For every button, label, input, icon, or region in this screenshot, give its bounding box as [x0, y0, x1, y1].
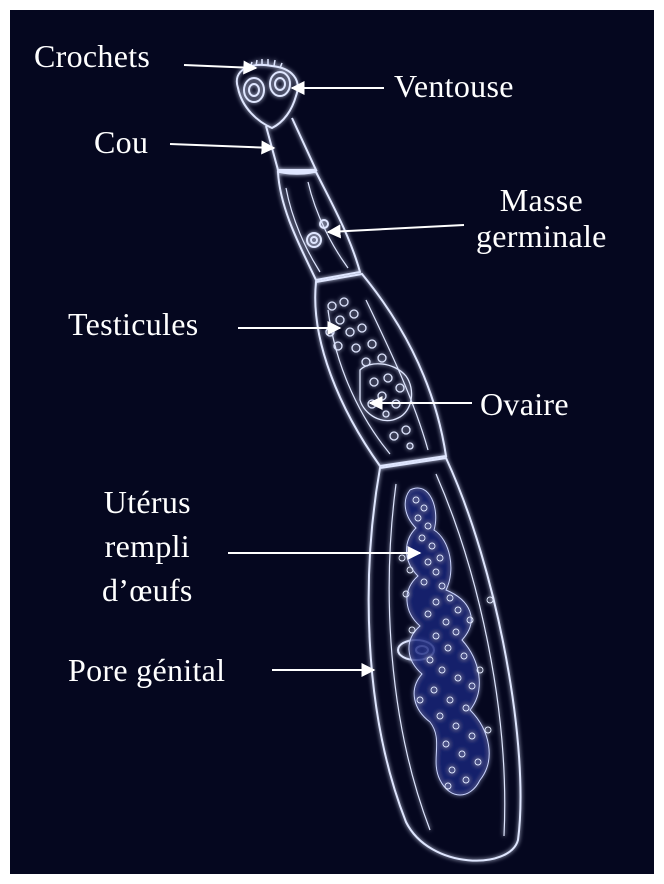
label-masse-germinale: Masse germinale [476, 182, 607, 254]
testes [326, 298, 386, 366]
label-masse-line2: germinale [476, 218, 607, 254]
ovary [360, 364, 413, 449]
label-uterus: Utérus rempli d’œufs [102, 480, 193, 612]
label-ovaire: Ovaire [480, 386, 569, 422]
proglottid-immature [278, 172, 360, 280]
uterus-eggs [399, 488, 493, 795]
label-cou: Cou [94, 124, 148, 160]
label-uterus-line2: rempli [102, 524, 193, 568]
label-crochets: Crochets [34, 38, 150, 74]
label-masse-line1: Masse [476, 182, 607, 218]
label-pore-genital: Pore génital [68, 652, 225, 688]
scolex [237, 59, 298, 128]
label-uterus-line1: Utérus [102, 480, 193, 524]
arrow-cou [170, 144, 274, 148]
arrow-crochets [184, 65, 256, 68]
label-ventouse: Ventouse [394, 68, 514, 104]
sucker-left [244, 78, 264, 102]
germinal-mass [307, 233, 321, 247]
sucker-right [270, 72, 290, 96]
tapeworm-diagram: Crochets Ventouse Cou Masse germinale Te… [10, 10, 654, 874]
proglottid-mature [315, 274, 446, 466]
label-uterus-line3: d’œufs [102, 568, 193, 612]
arrow-masse [328, 225, 464, 232]
label-testicules: Testicules [68, 306, 199, 342]
